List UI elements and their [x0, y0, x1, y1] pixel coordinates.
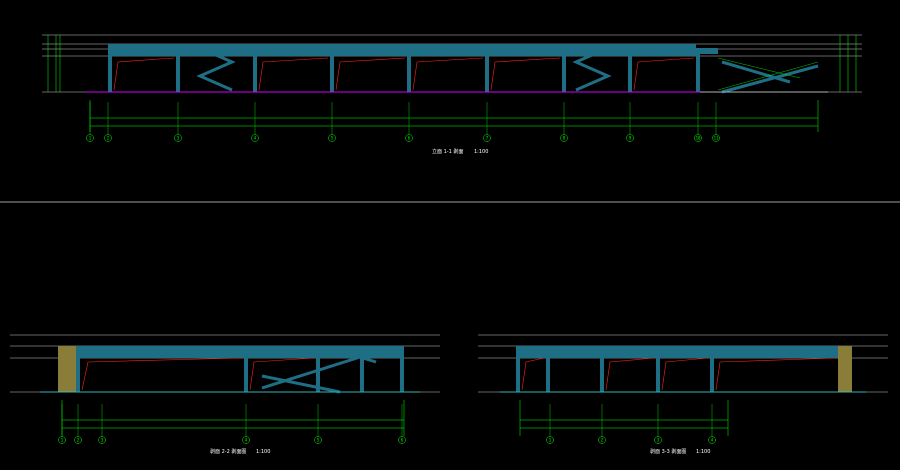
br-axis-bubble-3	[654, 436, 662, 444]
view-title-top: 立面 1-1 剥面	[432, 148, 463, 155]
view-title-br: 剥面 3-3 剥面图	[650, 448, 686, 455]
top-axis-label-11: 11	[714, 135, 719, 140]
bridge-deck-slab-bl	[76, 346, 404, 358]
top-axis-bubble-1	[86, 134, 94, 142]
br-axis-label-1: 1	[549, 437, 552, 442]
axis-bubbles-top: 1 2 3 4 5 6 7 8 9 10 11	[86, 102, 720, 142]
axis-bubbles-bl: 1 2 3 4 5 6	[58, 404, 406, 444]
deck-ramp-right	[696, 48, 718, 54]
top-axis-bubble-8	[560, 134, 568, 142]
top-axis-bubble-9	[626, 134, 634, 142]
axis-bubbles-br: 1 2 3 4	[546, 404, 716, 444]
top-axis-label-3: 3	[177, 135, 180, 140]
top-axis-bubble-5	[328, 134, 336, 142]
top-axis-bubble-7	[483, 134, 491, 142]
top-axis-bubble-3	[174, 134, 182, 142]
bl-axis-bubble-6	[398, 436, 406, 444]
top-axis-label-5: 5	[331, 135, 334, 140]
view-scale-bl: 1:100	[256, 449, 270, 455]
bl-axis-label-4: 4	[245, 437, 248, 442]
top-axis-bubble-2	[104, 134, 112, 142]
level-lines-br	[478, 334, 888, 393]
top-axis-label-8: 8	[563, 135, 566, 140]
stair-bl	[261, 346, 377, 394]
br-axis-bubble-4	[708, 436, 716, 444]
columns	[108, 54, 700, 92]
top-axis-bubble-4	[251, 134, 259, 142]
top-axis-label-7: 7	[486, 135, 489, 140]
dimension-lines	[89, 100, 819, 132]
bridge-deck-slab	[108, 44, 696, 56]
top-axis-label-9: 9	[629, 135, 632, 140]
columns-bl	[76, 358, 404, 392]
view-scale-br: 1:100	[696, 449, 710, 455]
staircase-left	[196, 46, 236, 92]
bridge-deck-slab-br	[516, 346, 846, 358]
hatched-wall-right	[838, 346, 852, 392]
br-axis-label-4: 4	[711, 437, 714, 442]
bl-axis-label-6: 6	[401, 437, 404, 442]
br-axis-bubble-1	[546, 436, 554, 444]
ramp-right	[721, 60, 819, 94]
top-axis-bubble-10	[694, 134, 702, 142]
hatched-wall-left	[58, 346, 76, 392]
beam-haunch-lines	[113, 57, 695, 91]
top-axis-bubble-6	[405, 134, 413, 142]
view-title-bl: 剥面 2-2 剥面图	[210, 448, 246, 455]
br-axis-label-2: 2	[601, 437, 604, 442]
dimension-lines-bl	[61, 400, 405, 436]
beam-haunch-br	[521, 357, 837, 391]
bl-axis-bubble-3	[98, 436, 106, 444]
dimension-lines-br	[519, 400, 729, 436]
bottom-left-elevation-view: 1 2 3 4 5 6 剥面 2-2 剥面图 1:100	[10, 334, 440, 455]
top-axis-label-1: 1	[89, 135, 92, 140]
bl-axis-label-2: 2	[77, 437, 80, 442]
top-elevation-view: 1 2 3 4 5 6 7 8 9 10 11 立面 1-1 剥面 1:100	[42, 34, 862, 155]
elevation-marks-left	[47, 35, 61, 92]
bl-axis-bubble-1	[58, 436, 66, 444]
bl-axis-label-3: 3	[101, 437, 104, 442]
bottom-right-elevation-view: 1 2 3 4 剥面 3-3 剥面图 1:100	[478, 334, 888, 455]
beam-haunch-bl	[81, 357, 315, 391]
br-axis-label-3: 3	[657, 437, 660, 442]
top-axis-label-10: 10	[696, 135, 701, 140]
top-axis-label-6: 6	[408, 135, 411, 140]
bl-axis-label-5: 5	[317, 437, 320, 442]
bl-axis-bubble-5	[314, 436, 322, 444]
bl-axis-bubble-2	[74, 436, 82, 444]
top-axis-bubble-11	[712, 134, 720, 142]
staircase-mid	[572, 46, 612, 92]
columns-br	[516, 358, 714, 392]
top-axis-label-2: 2	[107, 135, 110, 140]
br-axis-bubble-2	[598, 436, 606, 444]
view-scale-top: 1:100	[474, 149, 488, 155]
ramp-green-edges	[717, 57, 819, 91]
bl-axis-label-1: 1	[61, 437, 64, 442]
bl-axis-bubble-4	[242, 436, 250, 444]
elevation-marks-right	[839, 35, 857, 92]
level-lines	[42, 34, 862, 93]
top-axis-label-4: 4	[254, 135, 257, 140]
